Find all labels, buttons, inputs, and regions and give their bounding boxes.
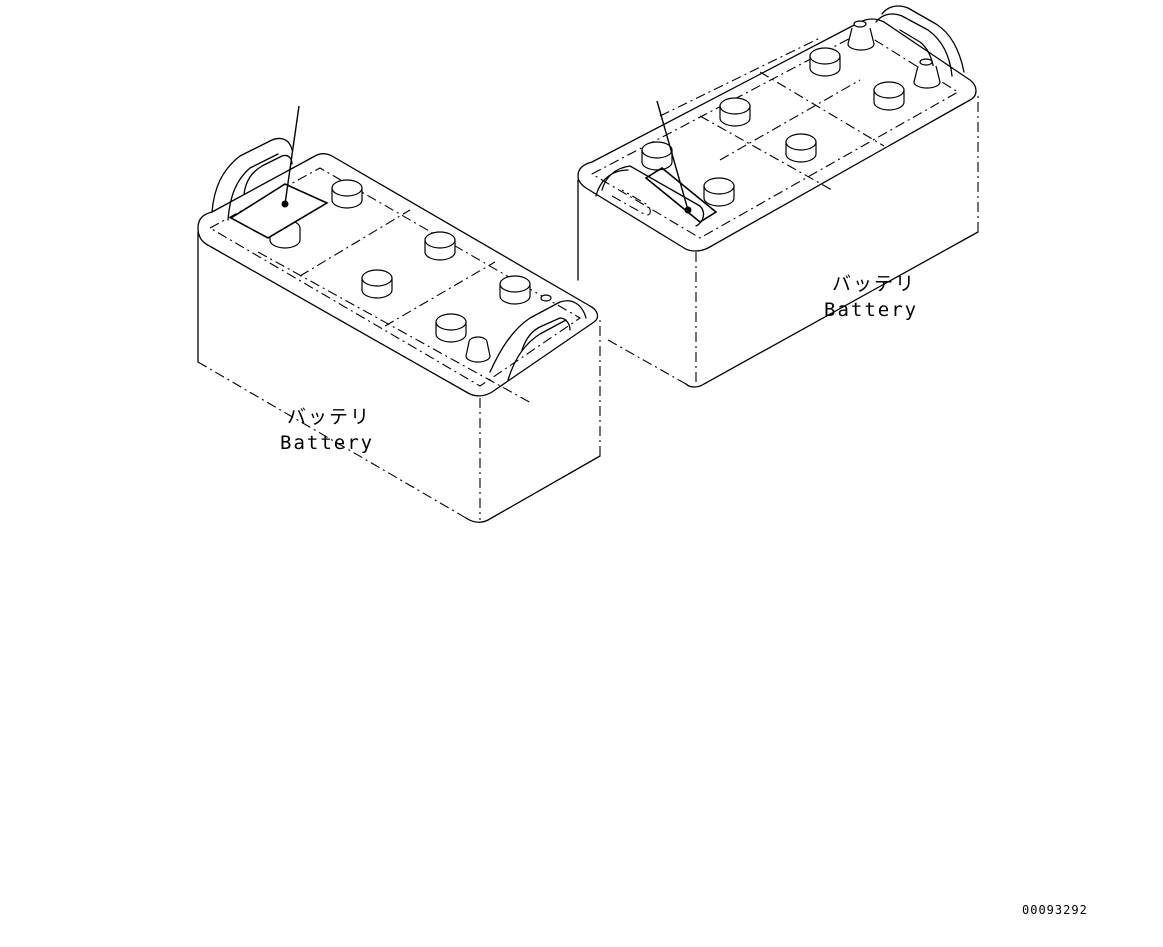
battery-right-label-en: Battery	[824, 299, 918, 321]
battery-left: バッテリ Battery	[197, 105, 601, 523]
decal-left	[229, 183, 329, 239]
battery-left-label-jp: バッテリ	[287, 406, 371, 428]
drawing-code: 00093292	[1022, 903, 1088, 917]
battery-right-label-jp: バッテリ	[832, 273, 916, 295]
battery-left-label-en: Battery	[280, 432, 374, 454]
decal-right	[644, 167, 718, 223]
battery-right: バッテリ Battery	[577, 5, 979, 388]
